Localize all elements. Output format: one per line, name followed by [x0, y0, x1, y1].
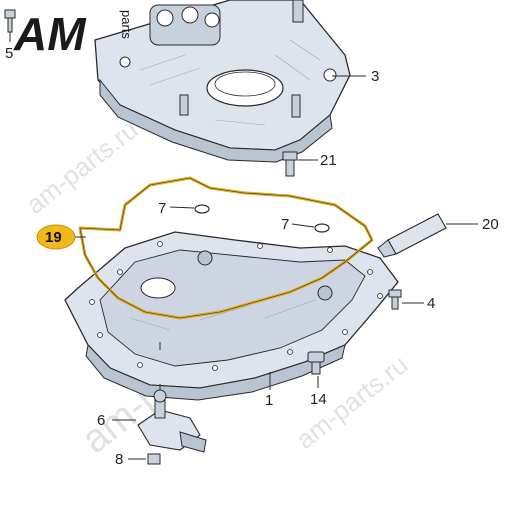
am-parts-logo: AM parts [13, 8, 134, 60]
oil-level-sensor-part-6 [137, 389, 207, 453]
callout-19: 19 [45, 229, 62, 246]
drain-plug-part-14 [307, 351, 325, 375]
bolt-part-4 [388, 289, 402, 310]
callout-7-left: 7 [158, 200, 166, 217]
callout-21: 21 [320, 152, 337, 169]
callout-7-right: 7 [281, 216, 289, 233]
callout-19-badge: 19 [36, 224, 76, 250]
logo-subtext: parts [119, 10, 134, 39]
gasket-part-19 [78, 176, 374, 320]
callout-3: 3 [371, 68, 379, 85]
callout-20: 20 [482, 216, 499, 233]
callout-labels: 5 3 21 7 7 19 20 4 14 1 6 8 [5, 45, 499, 468]
sealant-tube-part-20 [377, 213, 447, 258]
callout-14: 14 [310, 391, 327, 408]
baffle-plate-part-3 [94, 0, 351, 163]
callout-8: 8 [115, 451, 123, 468]
logo-brand: AM [13, 8, 87, 60]
callout-6: 6 [97, 412, 105, 429]
o-ring-part-7 [194, 204, 330, 233]
screw-part-8 [147, 453, 161, 465]
callout-5: 5 [5, 45, 13, 62]
callout-1: 1 [265, 392, 273, 409]
callout-4: 4 [427, 295, 435, 312]
leader-lines [9, 32, 478, 460]
bolt-part-21 [282, 151, 298, 177]
oil-pan-part-1 [64, 231, 399, 401]
